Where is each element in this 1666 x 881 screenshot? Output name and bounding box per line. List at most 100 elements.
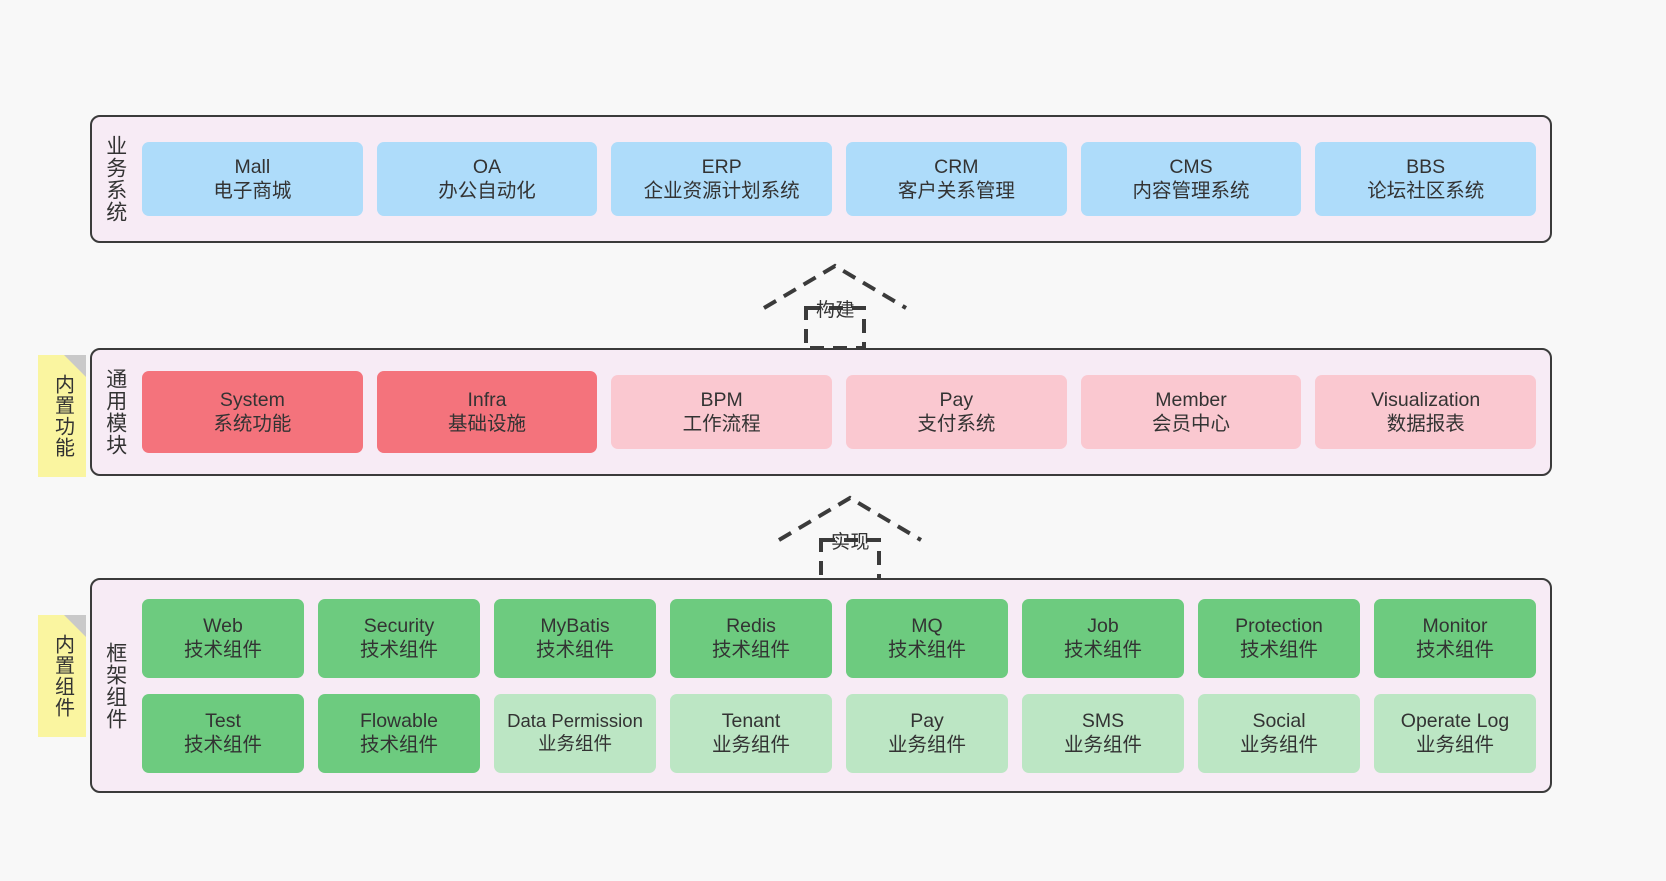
node-bbs-name: BBS	[1406, 155, 1446, 178]
node-monitor-name: Monitor	[1422, 614, 1488, 637]
node-social[interactable]: Social 业务组件	[1198, 693, 1360, 773]
connector-implement-label: 实现	[831, 532, 871, 553]
node-tenant-name: Tenant	[721, 709, 781, 732]
node-redis[interactable]: Redis 技术组件	[670, 598, 832, 678]
node-cms-desc: 内容管理系统	[1132, 180, 1250, 202]
node-pay-module[interactable]: Pay 支付系统	[846, 375, 1067, 449]
node-web[interactable]: Web 技术组件	[142, 598, 304, 678]
layer-body-business-system: Mall 电子商城 OA 办公自动化 ERP 企业资源计划系统 CRM 客户关系…	[138, 117, 1550, 241]
node-security-name: Security	[363, 614, 435, 637]
node-crm-name: CRM	[934, 155, 979, 178]
node-protection-name: Protection	[1235, 614, 1323, 637]
node-pay-module-desc: 支付系统	[917, 413, 996, 435]
node-flowable[interactable]: Flowable 技术组件	[318, 693, 480, 773]
node-pay-module-name: Pay	[939, 388, 974, 411]
node-mybatis-name: MyBatis	[540, 614, 610, 637]
node-sms-name: SMS	[1081, 709, 1125, 732]
node-sms[interactable]: SMS 业务组件	[1022, 693, 1184, 773]
layer-title-business-system: 业务系统	[103, 135, 127, 223]
node-infra-name: Infra	[467, 388, 507, 411]
node-erp[interactable]: ERP 企业资源计划系统	[611, 142, 833, 216]
connector-build: 构建	[760, 262, 910, 350]
layer-framework-component: 框架组件 Web 技术组件 Security 技术组件 MyBatis 技术组件…	[90, 578, 1552, 793]
node-mq-desc: 技术组件	[887, 639, 966, 661]
layer-business-system: 业务系统 Mall 电子商城 OA 办公自动化 ERP 企业资源计划系统 CRM…	[90, 115, 1552, 243]
node-bpm-desc: 工作流程	[682, 413, 761, 435]
node-infra[interactable]: Infra 基础设施	[376, 371, 598, 453]
node-tenant[interactable]: Tenant 业务组件	[670, 693, 832, 773]
node-visualization-desc: 数据报表	[1386, 413, 1465, 435]
node-data-permission-name: Data Permission	[507, 710, 643, 732]
note-builtin-feature: 内置功能	[38, 355, 86, 477]
connector-implement: 实现	[775, 494, 925, 582]
node-bpm-name: BPM	[700, 388, 743, 411]
node-data-permission[interactable]: Data Permission 业务组件	[494, 693, 656, 773]
node-member[interactable]: Member 会员中心	[1080, 375, 1302, 449]
node-monitor[interactable]: Monitor 技术组件	[1374, 598, 1536, 678]
node-mq-name: MQ	[911, 614, 943, 637]
node-infra-desc: 基础设施	[448, 413, 527, 435]
node-mall-name: Mall	[234, 155, 271, 178]
node-pay-component[interactable]: Pay 业务组件	[846, 693, 1008, 773]
node-web-desc: 技术组件	[183, 639, 262, 661]
layer-body-framework-component: Web 技术组件 Security 技术组件 MyBatis 技术组件 Redi…	[138, 580, 1550, 791]
node-test-name: Test	[205, 709, 241, 732]
node-job[interactable]: Job 技术组件	[1022, 598, 1184, 678]
node-pay-component-desc: 业务组件	[887, 734, 966, 756]
node-cms-name: CMS	[1169, 155, 1213, 178]
node-oa[interactable]: OA 办公自动化	[376, 142, 598, 216]
node-operate-log[interactable]: Operate Log 业务组件	[1374, 693, 1536, 773]
node-security[interactable]: Security 技术组件	[318, 598, 480, 678]
node-mybatis[interactable]: MyBatis 技术组件	[494, 598, 656, 678]
node-data-permission-desc: 业务组件	[537, 733, 612, 754]
node-oa-desc: 办公自动化	[438, 180, 536, 202]
node-member-desc: 会员中心	[1152, 413, 1231, 435]
layer-common-module: 通用模块 System 系统功能 Infra 基础设施 BPM 工作流程 Pay…	[90, 348, 1552, 476]
node-mq[interactable]: MQ 技术组件	[846, 598, 1008, 678]
node-visualization-name: Visualization	[1371, 388, 1481, 411]
node-operate-log-desc: 业务组件	[1415, 734, 1494, 756]
node-bbs[interactable]: BBS 论坛社区系统	[1315, 142, 1537, 216]
note-builtin-component: 内置组件	[38, 615, 86, 737]
note-builtin-component-label: 内置组件	[51, 634, 74, 718]
layer-body-common-module: System 系统功能 Infra 基础设施 BPM 工作流程 Pay 支付系统…	[138, 350, 1550, 474]
note-builtin-feature-label: 内置功能	[51, 374, 74, 458]
framework-row-technical: Web 技术组件 Security 技术组件 MyBatis 技术组件 Redi…	[142, 598, 1536, 678]
node-tenant-desc: 业务组件	[711, 734, 790, 756]
node-system-desc: 系统功能	[213, 413, 292, 435]
layer-title-common-module: 通用模块	[103, 368, 127, 456]
node-social-desc: 业务组件	[1239, 734, 1318, 756]
node-erp-name: ERP	[701, 155, 742, 178]
node-crm-desc: 客户关系管理	[897, 180, 1015, 202]
node-redis-desc: 技术组件	[711, 639, 790, 661]
node-oa-name: OA	[472, 155, 502, 178]
node-bbs-desc: 论坛社区系统	[1367, 180, 1485, 202]
node-sms-desc: 业务组件	[1063, 734, 1142, 756]
node-job-name: Job	[1087, 614, 1119, 637]
node-mybatis-desc: 技术组件	[535, 639, 614, 661]
node-mall[interactable]: Mall 电子商城	[142, 142, 363, 216]
node-protection[interactable]: Protection 技术组件	[1198, 598, 1360, 678]
node-operate-log-name: Operate Log	[1400, 709, 1510, 732]
node-erp-desc: 企业资源计划系统	[643, 180, 800, 202]
node-protection-desc: 技术组件	[1239, 639, 1318, 661]
node-pay-component-name: Pay	[910, 709, 944, 732]
node-cms[interactable]: CMS 内容管理系统	[1080, 142, 1302, 216]
node-test[interactable]: Test 技术组件	[142, 693, 304, 773]
node-monitor-desc: 技术组件	[1415, 639, 1494, 661]
node-visualization[interactable]: Visualization 数据报表	[1315, 375, 1537, 449]
node-redis-name: Redis	[726, 614, 776, 637]
node-job-desc: 技术组件	[1063, 639, 1142, 661]
framework-row-business: Test 技术组件 Flowable 技术组件 Data Permission …	[142, 693, 1536, 773]
node-flowable-desc: 技术组件	[359, 734, 438, 756]
node-social-name: Social	[1252, 709, 1306, 732]
layer-title-framework-component: 框架组件	[103, 641, 127, 730]
node-bpm[interactable]: BPM 工作流程	[611, 375, 833, 449]
node-mall-desc: 电子商城	[213, 180, 292, 202]
node-crm[interactable]: CRM 客户关系管理	[846, 142, 1067, 216]
node-system-name: System	[219, 388, 285, 411]
node-test-desc: 技术组件	[183, 734, 262, 756]
node-member-name: Member	[1155, 388, 1227, 411]
node-system[interactable]: System 系统功能	[142, 371, 363, 453]
